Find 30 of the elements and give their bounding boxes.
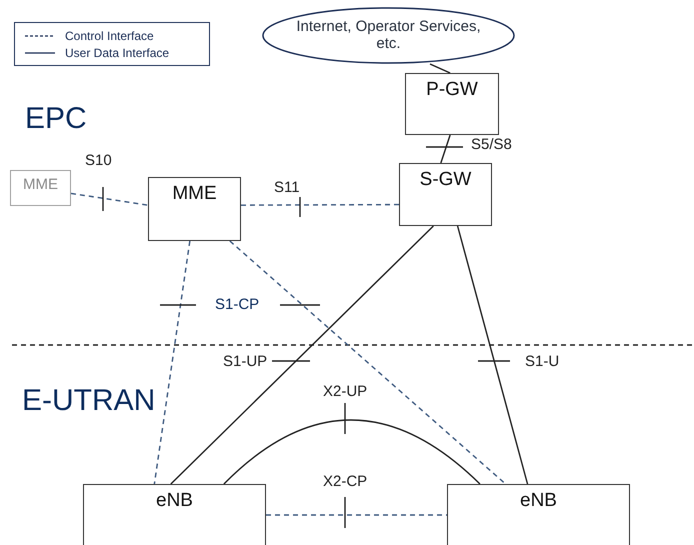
node-label: eNB xyxy=(520,491,557,512)
interface-label: S1-CP xyxy=(215,297,260,312)
network-element-box xyxy=(10,170,71,206)
region-label: EPC xyxy=(25,104,87,134)
connector-line xyxy=(154,240,191,484)
node-label: eNB xyxy=(156,491,193,512)
connector-line xyxy=(229,240,506,485)
connector-line xyxy=(266,514,447,516)
node-label: MME xyxy=(172,184,217,205)
network-element-box xyxy=(148,177,241,241)
edge-label: S11 xyxy=(273,180,301,196)
connector-line xyxy=(170,226,434,484)
connector-line xyxy=(456,226,528,484)
network-element-box xyxy=(399,163,492,226)
network-element-box xyxy=(83,484,266,545)
legend-text: Control Interface xyxy=(65,28,154,42)
node-label: S-GW xyxy=(420,170,472,191)
network-element-box xyxy=(447,484,630,545)
connector-line xyxy=(70,192,148,206)
connector-line xyxy=(440,134,451,164)
connector-line xyxy=(430,63,450,74)
legend-text: User Data Interface xyxy=(65,46,170,60)
node-label: Internet, Operator Services, etc. xyxy=(295,19,482,52)
network-ellipse xyxy=(262,7,515,64)
region-label: E-UTRAN xyxy=(22,386,156,416)
node-label: P-GW xyxy=(426,80,478,101)
node-label: MME xyxy=(23,177,58,194)
connector-line xyxy=(241,204,399,206)
curved-connector xyxy=(223,419,480,485)
network-element-box xyxy=(405,73,499,135)
